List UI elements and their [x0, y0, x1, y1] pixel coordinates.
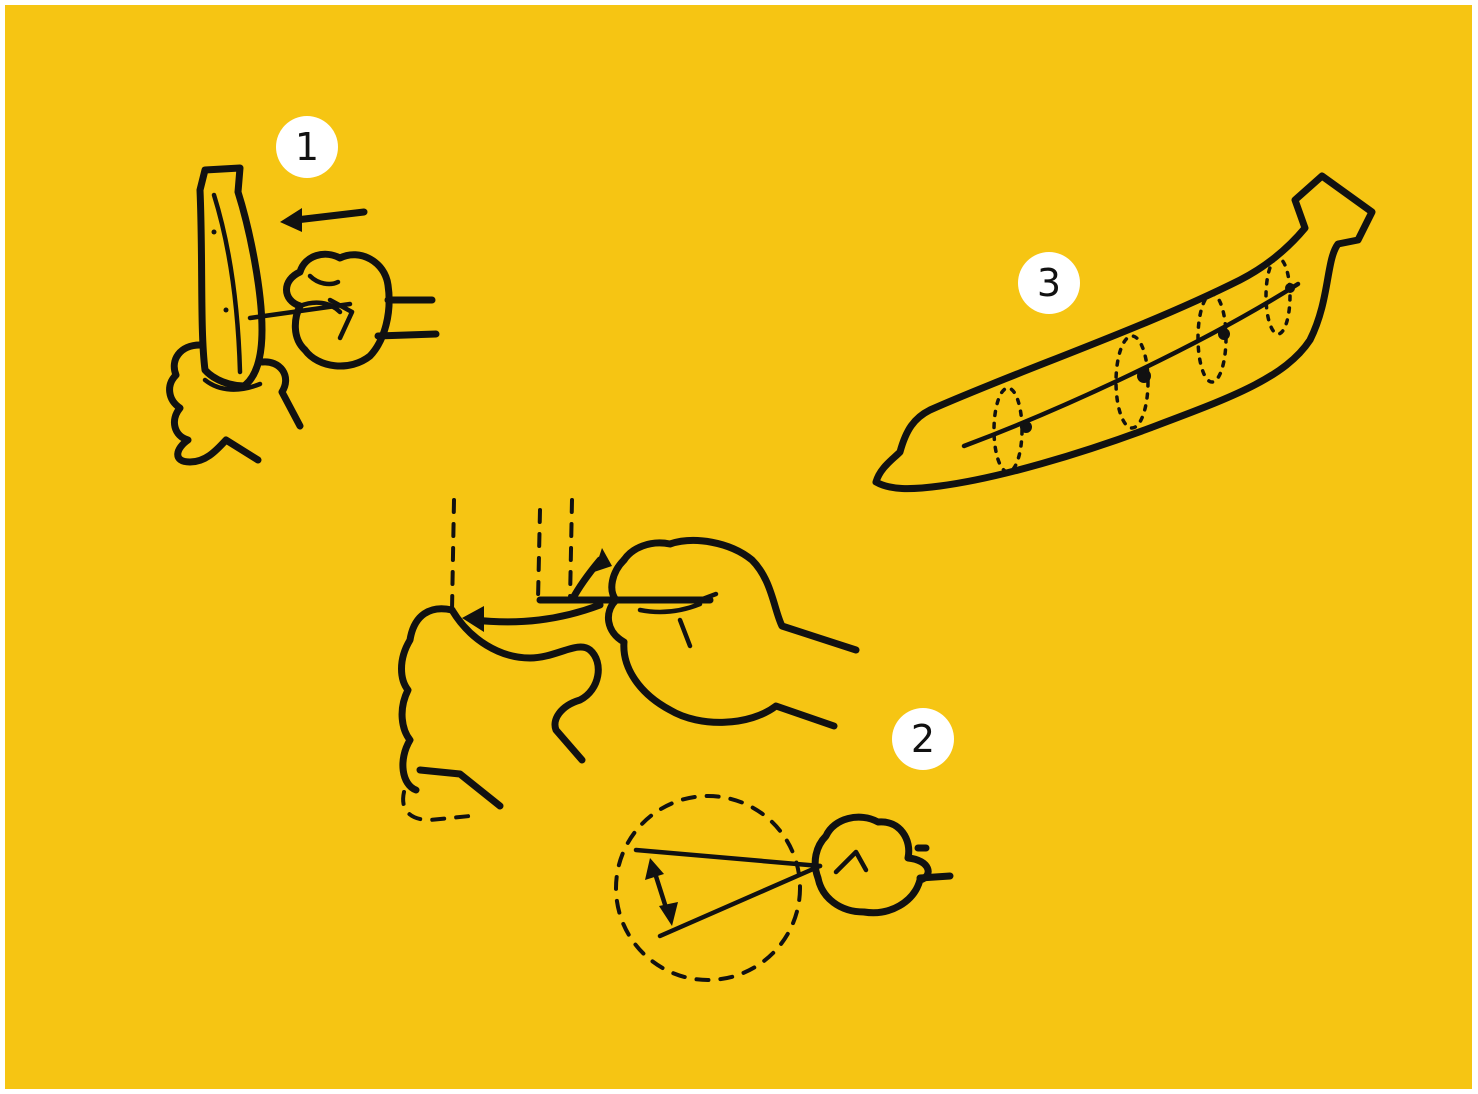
step-1-badge: 1: [276, 116, 338, 178]
step-1-number: 1: [295, 125, 319, 169]
string-line-icon: [660, 866, 820, 936]
step-2-number: 2: [911, 717, 935, 761]
step-1-illustration: [170, 168, 436, 462]
gripping-hand-icon: [170, 345, 300, 462]
step-3-number: 3: [1037, 261, 1061, 305]
banana-dashed-outline-icon: [452, 500, 572, 610]
pull-direction-arrow-icon: [280, 208, 364, 232]
wrapping-string-icon: [462, 548, 710, 632]
small-fist-icon: [815, 817, 950, 912]
step-2-badge: 2: [892, 708, 954, 770]
step-3-badge: 3: [1018, 252, 1080, 314]
banana-lying-icon: [876, 176, 1372, 489]
right-fist-icon: [608, 541, 856, 726]
double-arrow-icon: [645, 858, 678, 926]
banana-upright-icon: [200, 168, 262, 386]
step-3-illustration: [876, 176, 1372, 489]
left-hand-icon: [402, 609, 599, 820]
step-2-illustration: [402, 500, 857, 820]
step-2-detail: [616, 796, 950, 980]
